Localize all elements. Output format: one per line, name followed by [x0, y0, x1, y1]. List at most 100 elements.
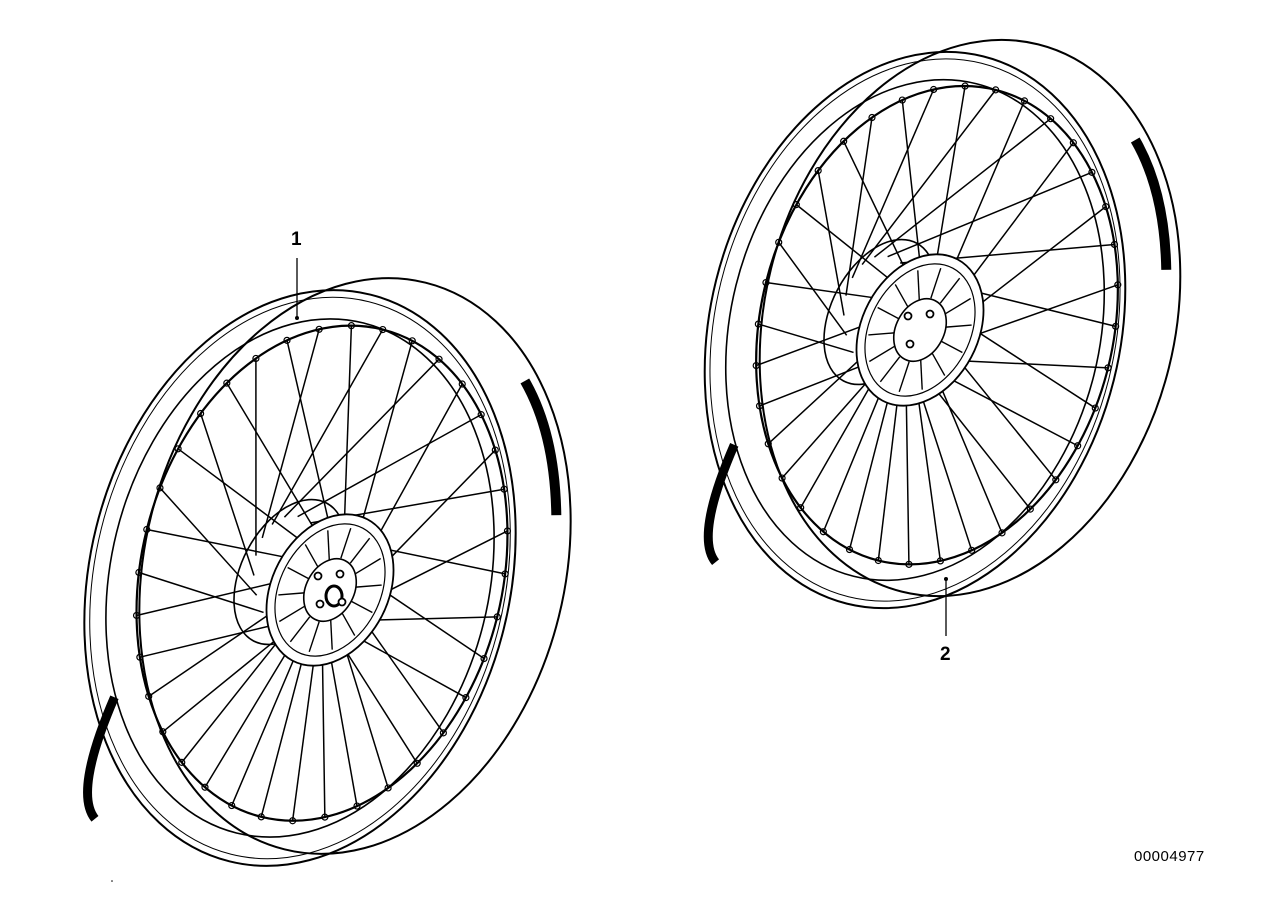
hub-slot [945, 297, 972, 315]
spoke [139, 624, 275, 658]
spoke [343, 325, 353, 537]
spoke-nipple [491, 446, 499, 454]
diagram-number: 00004977 [1134, 848, 1205, 865]
spoke-nipple [868, 113, 876, 122]
spoke [261, 329, 320, 539]
spoke-nipple [257, 813, 265, 821]
hub-bolt [905, 339, 915, 349]
spoke-nipple [792, 201, 800, 209]
spoke [328, 647, 358, 807]
rim-shade [703, 442, 739, 566]
hub-slot [917, 270, 920, 300]
spoke-nipple [283, 336, 291, 344]
rim-shade [83, 695, 119, 822]
leader-dot-2 [944, 577, 948, 581]
spoke [204, 630, 301, 788]
spoke-nipple [874, 556, 882, 565]
spoke-nipple [1104, 364, 1112, 372]
spoke [283, 358, 440, 518]
spoke-nipple [493, 613, 501, 621]
spoke [138, 571, 264, 614]
spoke-nipple [135, 568, 143, 577]
spoked-wheel-rear [703, 38, 1182, 610]
rim-back-edge [758, 38, 1182, 598]
spoke-nipple [439, 729, 447, 737]
hub-bolt [335, 569, 345, 579]
spoke-nipple [762, 278, 770, 287]
spoke-nipple [930, 85, 938, 94]
hub-bolt [337, 597, 347, 607]
hub-slot [920, 360, 923, 390]
spoke [905, 383, 910, 565]
spoke-nipple [156, 484, 164, 492]
spoke [159, 487, 258, 596]
spoke-nipple [752, 362, 760, 370]
spoke [851, 89, 935, 279]
spoke [291, 643, 317, 821]
rim-outer [83, 289, 517, 867]
hub-slot [308, 621, 320, 653]
spoke-nipple [998, 529, 1006, 537]
spoke [944, 100, 1026, 287]
hub-slot [340, 527, 352, 559]
spoke-nipple [898, 96, 906, 104]
spoke-nipple [1110, 240, 1119, 249]
spoke-nipple [252, 354, 260, 363]
spoke-nipple [845, 545, 854, 554]
spoke [286, 340, 332, 533]
spoke [956, 284, 1119, 343]
spoke [162, 630, 287, 733]
hub-slot [278, 592, 305, 596]
hub-slot [898, 361, 910, 393]
spoke-nipple [174, 445, 182, 453]
hub-slot [355, 584, 382, 588]
spoke-nipple [1069, 139, 1077, 147]
spoke-nipple [840, 137, 848, 145]
spoke-nipple [477, 411, 485, 419]
spoke-nipple [819, 528, 827, 536]
spoke-nipple [136, 653, 144, 661]
spoke-nipple [353, 802, 361, 810]
rim-shade-back [1130, 137, 1172, 270]
hub-slot [879, 356, 901, 383]
leader-dot-1 [295, 316, 299, 320]
spoke-nipple [968, 546, 976, 554]
spoke [341, 644, 418, 764]
spoke-nipple [1102, 203, 1110, 211]
spoke-nipple [936, 557, 944, 565]
spoke [817, 170, 845, 316]
spoke [861, 89, 997, 266]
rim-outer [703, 50, 1127, 610]
callout-label-2[interactable]: 2 [940, 644, 951, 665]
hub-slot [877, 306, 900, 320]
callout-label-1[interactable]: 1 [291, 229, 302, 250]
spoke-nipple [408, 337, 416, 345]
rim-ridge [89, 296, 511, 860]
spoke [933, 85, 966, 277]
spoke [353, 634, 467, 699]
hub-slot [868, 332, 895, 336]
spoke [952, 359, 1109, 369]
spoke-nipple [1047, 115, 1055, 123]
spoke-nipple [755, 402, 764, 410]
hub-bolt [313, 571, 323, 581]
hub-slot [355, 557, 382, 575]
spoke [842, 140, 909, 276]
spoke-nipple [1088, 168, 1096, 176]
spoked-wheel-front [83, 277, 572, 867]
hub-flange-inner [274, 523, 386, 657]
hub-slot [287, 566, 310, 580]
spoke-nipple [143, 525, 151, 534]
spoke [795, 204, 897, 286]
spoke-nipple [1026, 505, 1034, 513]
spoke-nipple [1091, 404, 1099, 412]
spoke-nipple [462, 693, 470, 702]
spoke-nipple [321, 813, 329, 821]
spoke [226, 382, 319, 536]
spoke-nipple [379, 325, 387, 334]
spoke-nipple [384, 784, 392, 792]
spoke-nipple [289, 817, 297, 825]
hub-slot [939, 277, 961, 304]
spoke [199, 413, 255, 576]
